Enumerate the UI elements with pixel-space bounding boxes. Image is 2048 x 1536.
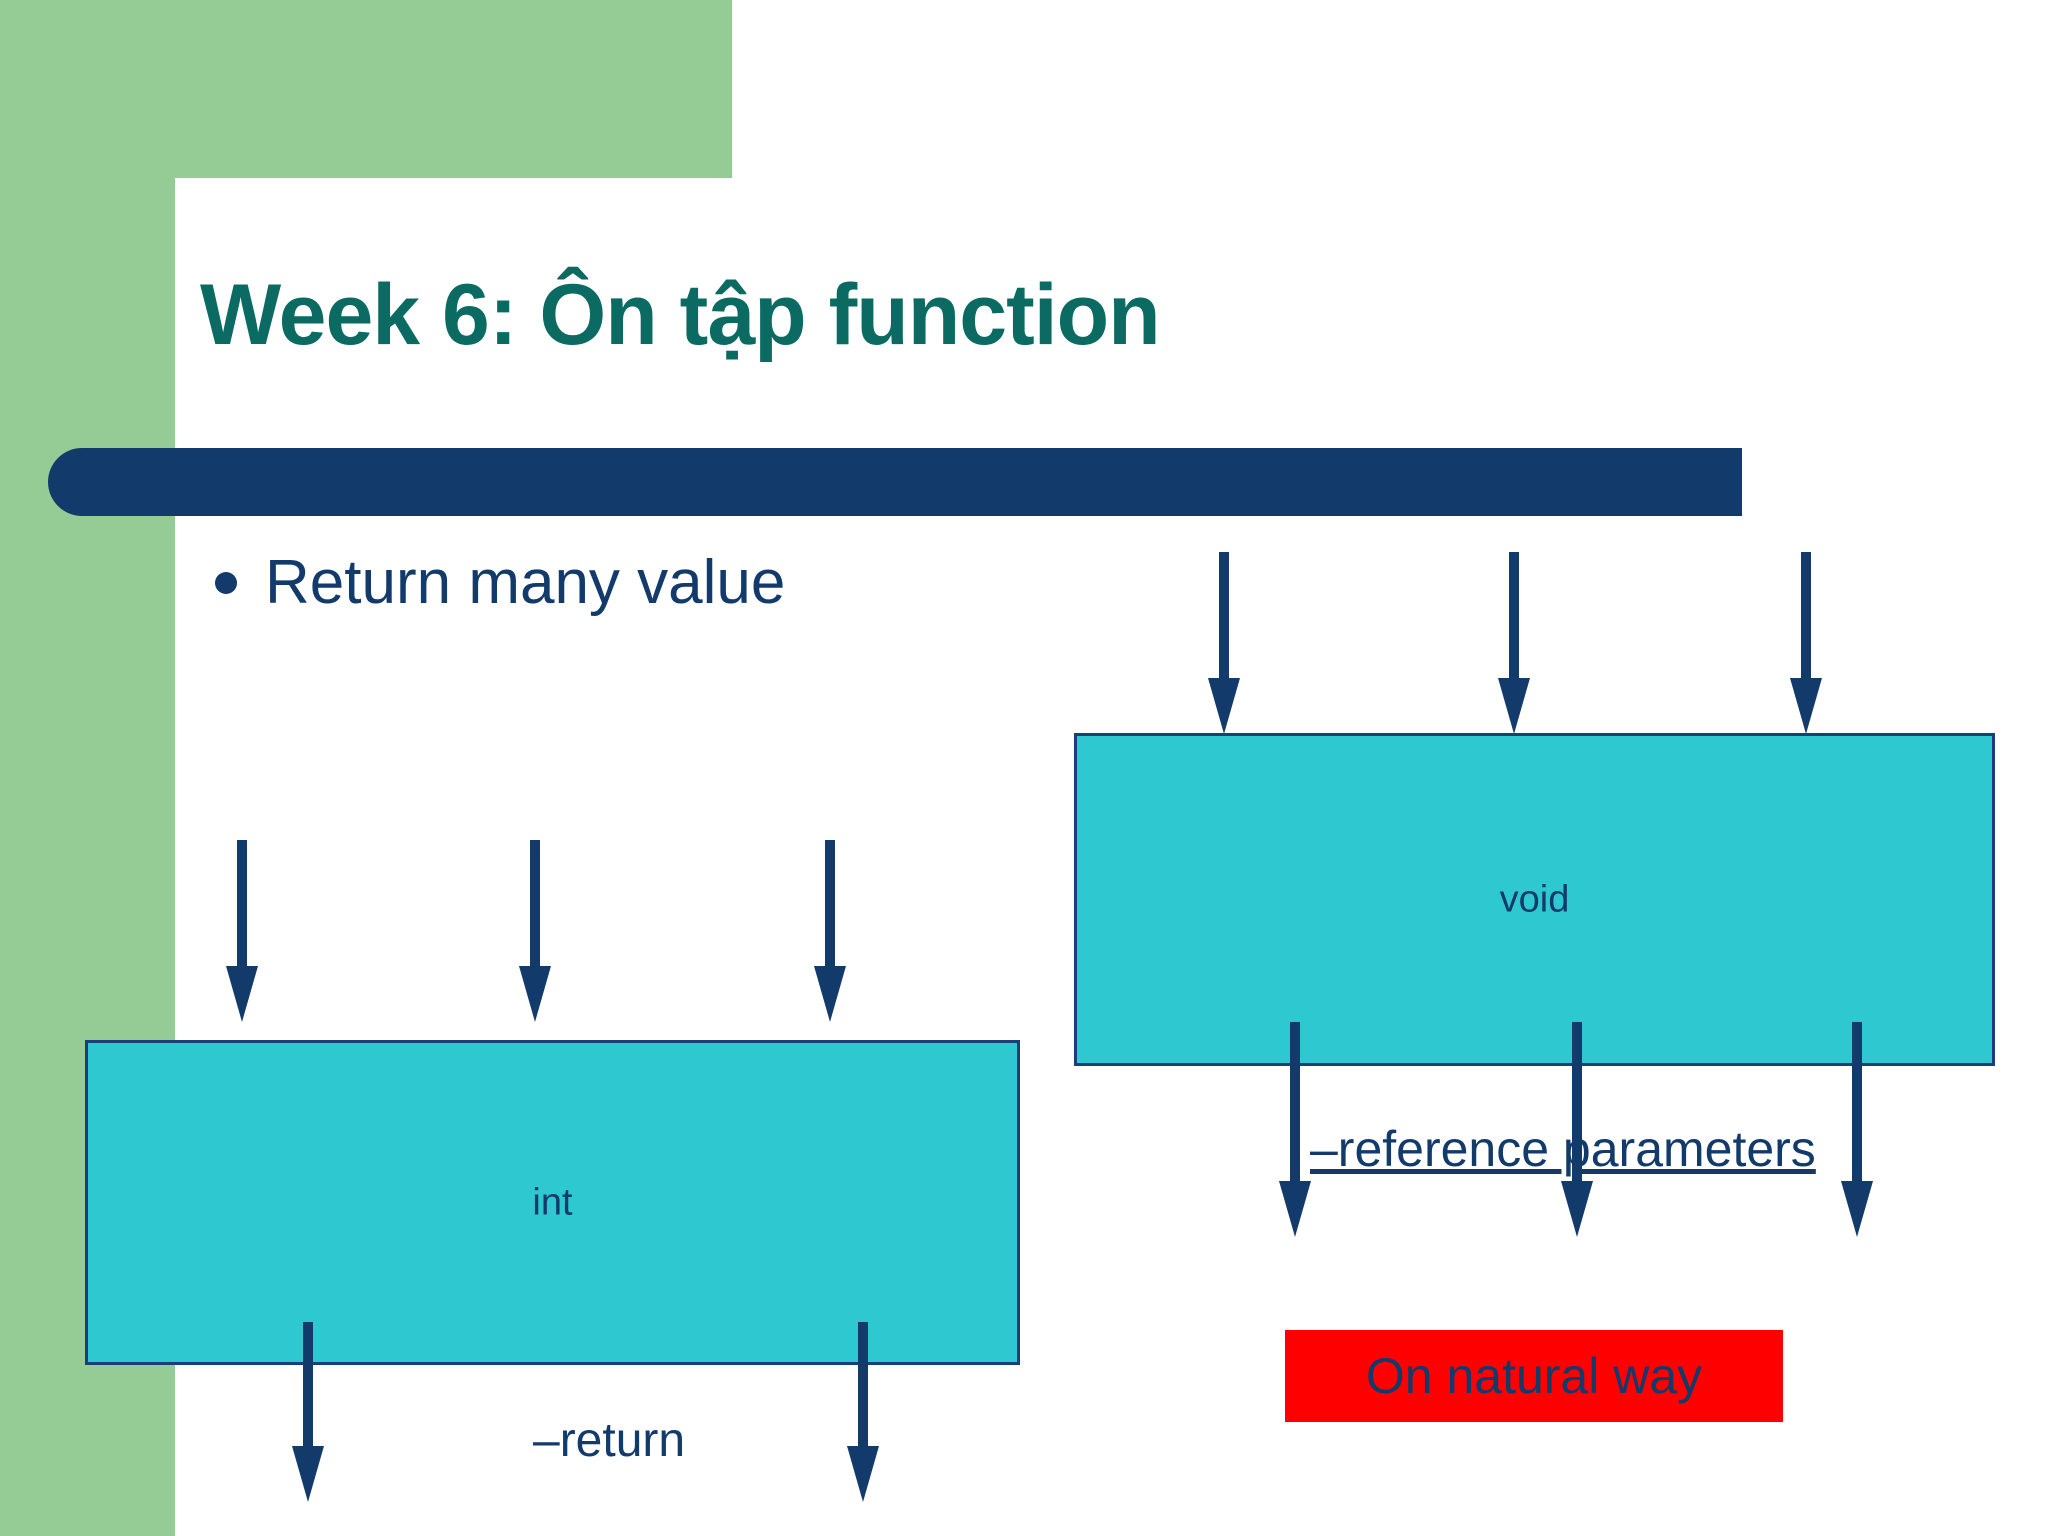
page-title: Week 6: Ôn tập function — [200, 267, 1161, 363]
output-arrow-void-1 — [1279, 1022, 1311, 1237]
input-arrow-int-1 — [226, 840, 258, 1022]
label-return: –return — [533, 1414, 686, 1467]
input-arrow-void-2 — [1498, 552, 1530, 734]
function-box-int-label: int — [532, 1181, 573, 1223]
input-arrow-void-3 — [1790, 552, 1822, 734]
callout-on-natural-way: On natural way — [1285, 1330, 1783, 1422]
green-top-block — [0, 0, 732, 178]
function-box-void-label: void — [1499, 878, 1570, 920]
output-arrow-void-3 — [1841, 1022, 1873, 1237]
title-underline-bar — [48, 448, 1742, 516]
input-arrow-int-2 — [519, 840, 551, 1022]
bullet-item-label: Return many value — [265, 548, 786, 617]
bullet-dot-icon — [215, 572, 237, 594]
output-arrow-int-1 — [292, 1322, 324, 1502]
callout-on-natural-way-label: On natural way — [1365, 1348, 1703, 1404]
input-arrow-int-3 — [814, 840, 846, 1022]
function-box-void: void — [1074, 733, 1995, 1066]
input-arrow-void-1 — [1208, 552, 1240, 734]
label-reference-parameters: –reference parameters — [1310, 1121, 1816, 1177]
output-arrow-int-2 — [847, 1322, 879, 1502]
function-box-int: int — [85, 1040, 1020, 1365]
bullet-item-return-many-value: Return many value — [215, 552, 785, 614]
output-arrow-void-2 — [1561, 1022, 1593, 1237]
